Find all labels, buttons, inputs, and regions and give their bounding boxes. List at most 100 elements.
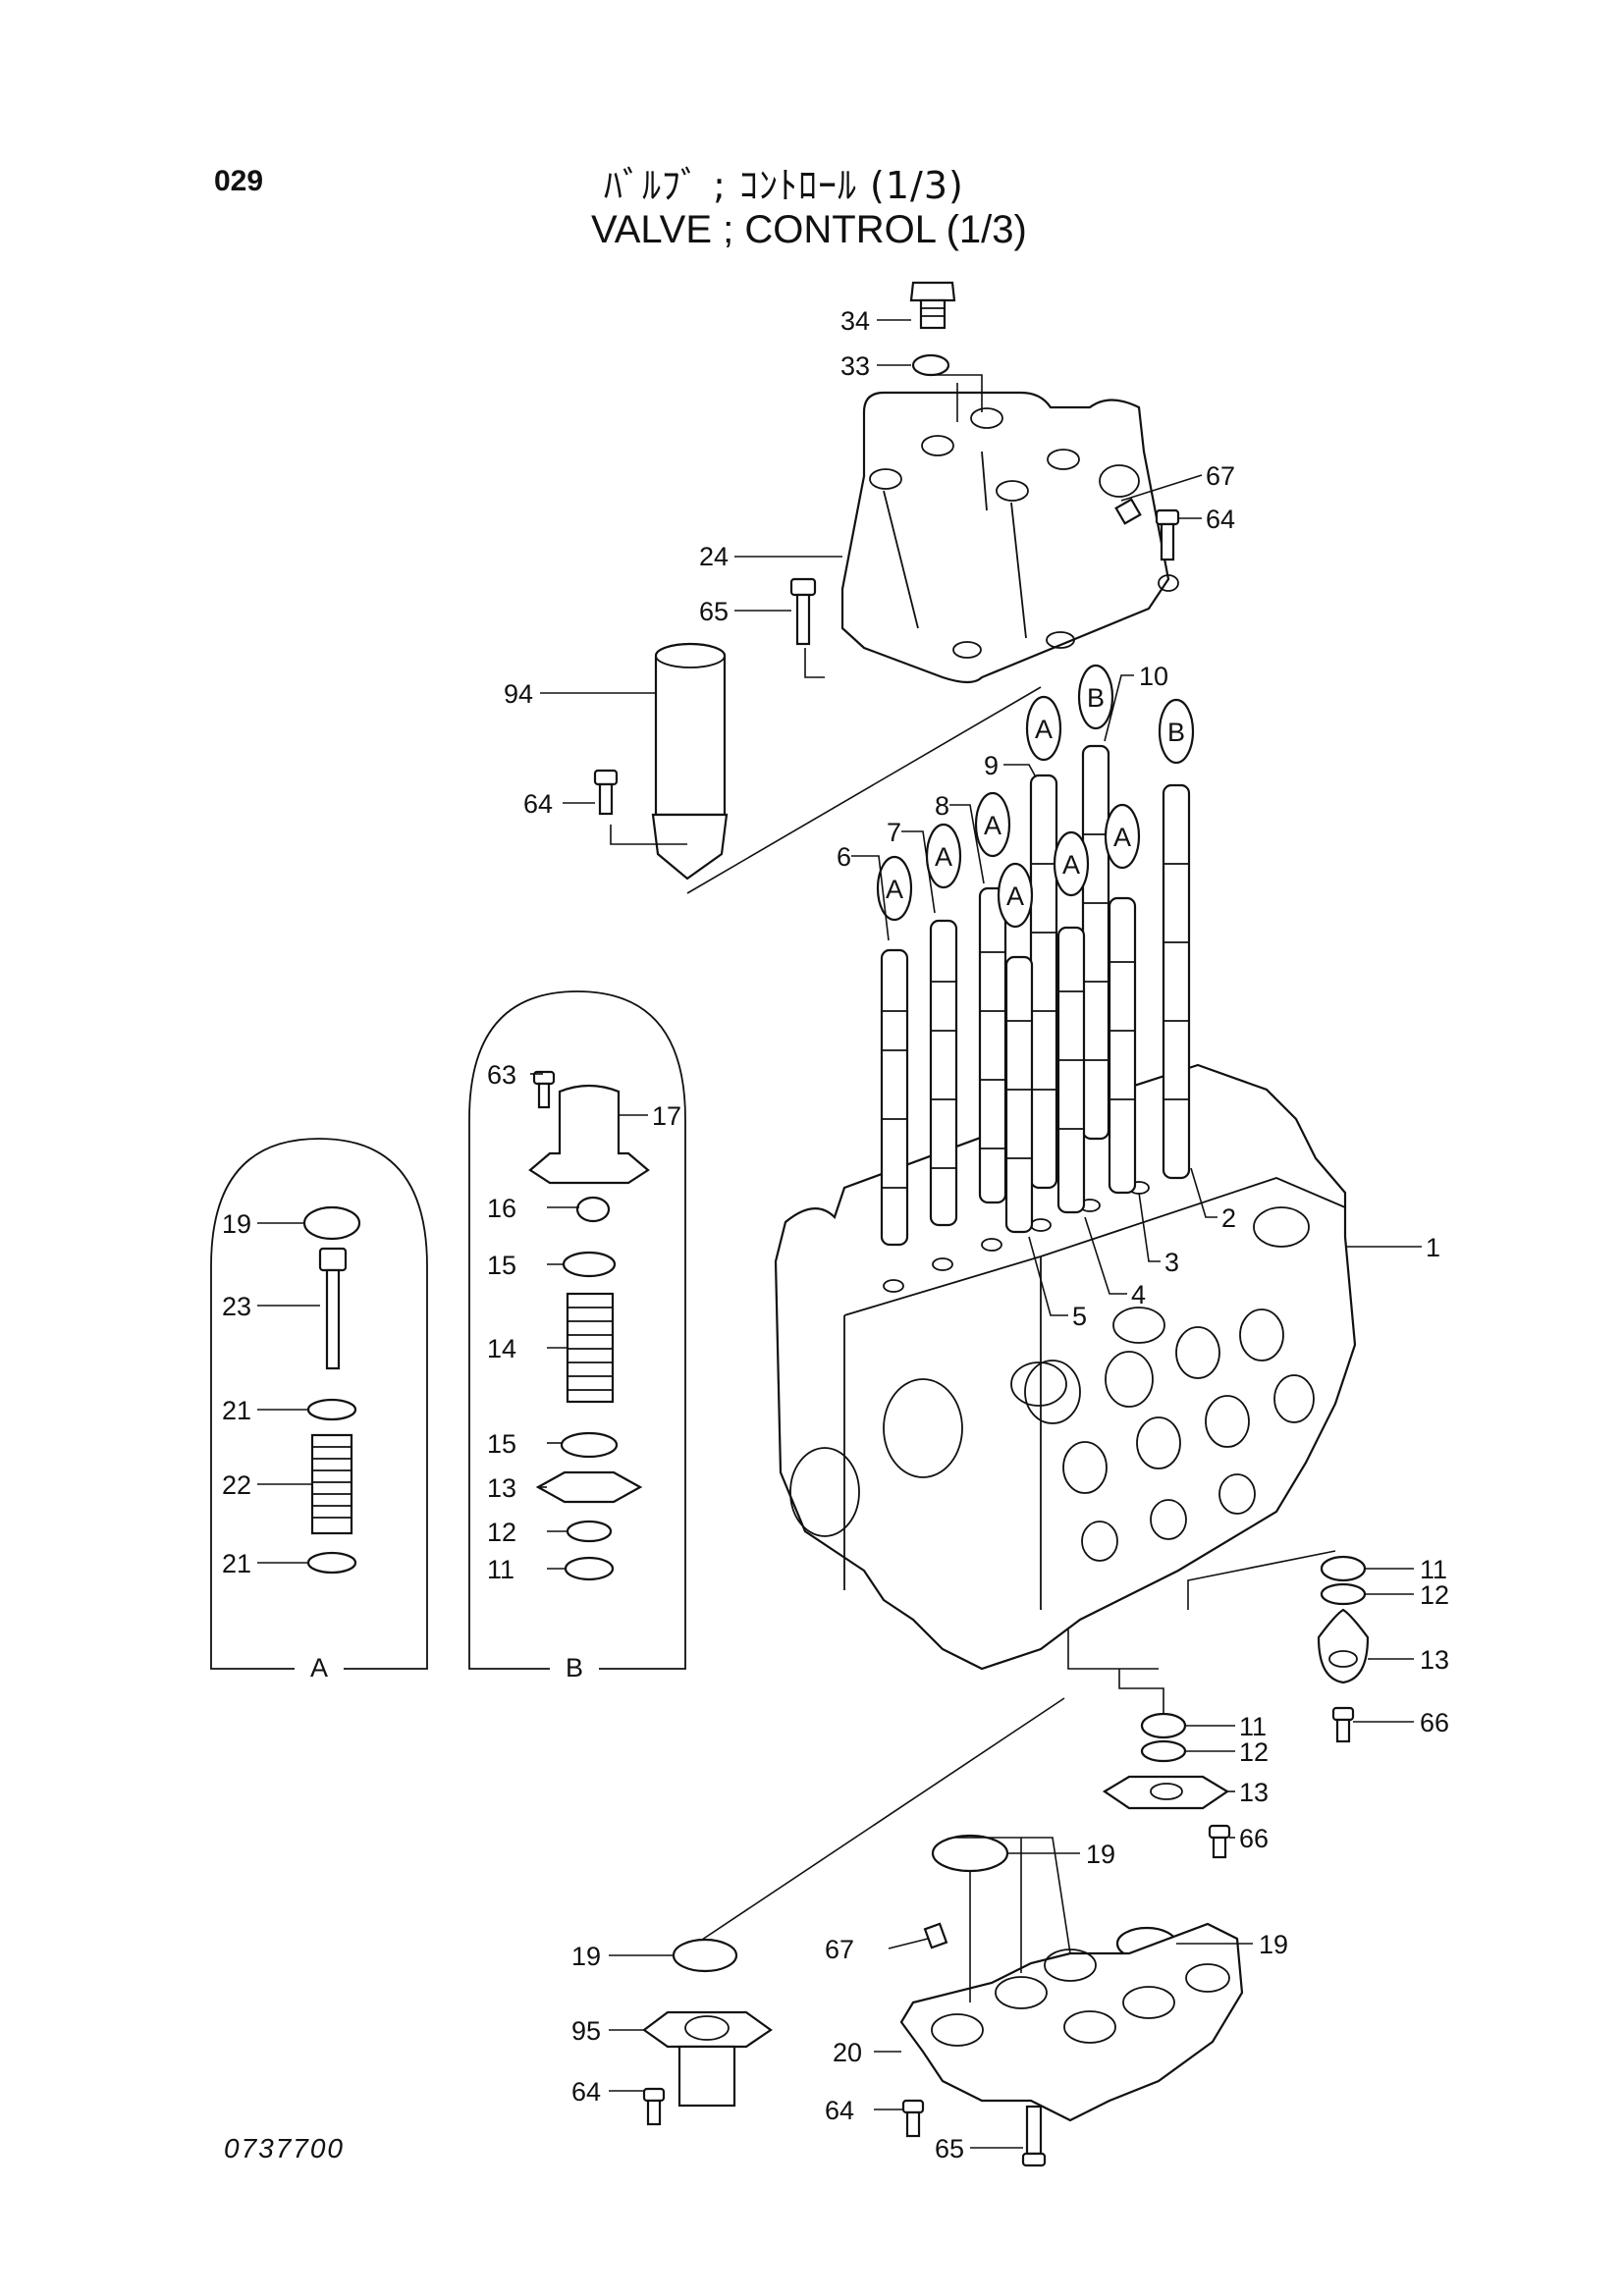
flange-95[interactable]: [642, 2010, 773, 2108]
seal-11-detail-b: [564, 1556, 615, 1581]
ring-12b[interactable]: [1140, 1739, 1187, 1763]
callout-11a: 11: [1420, 1555, 1447, 1584]
callout-20: 20: [833, 2038, 862, 2067]
bolt-64b[interactable]: [593, 769, 619, 816]
callout-11-detail-b: 11: [487, 1555, 514, 1584]
plug-67b[interactable]: [923, 1922, 948, 1949]
callout-34: 34: [840, 306, 870, 336]
flange-13b[interactable]: [1102, 1775, 1230, 1810]
spool-9[interactable]: [1029, 774, 1058, 1190]
o-ring-19b[interactable]: [931, 1834, 1009, 1873]
callout-22: 22: [222, 1470, 251, 1500]
callout-13b: 13: [1239, 1778, 1269, 1807]
callout-67a: 67: [1206, 461, 1235, 491]
callout-2: 2: [1221, 1203, 1236, 1233]
callout-12a: 12: [1420, 1580, 1449, 1610]
cap-17: [528, 1084, 650, 1185]
bolt-66a[interactable]: [1331, 1706, 1355, 1743]
spool-3[interactable]: [1108, 896, 1137, 1195]
detail-a-label: A: [310, 1653, 328, 1682]
callout-63: 63: [487, 1060, 516, 1090]
o-ring-19a[interactable]: [672, 1938, 738, 1973]
bolt-64c[interactable]: [901, 2099, 925, 2138]
callout-16: 16: [487, 1194, 516, 1223]
spool-4[interactable]: [1056, 926, 1086, 1214]
callout-65b: 65: [935, 2134, 964, 2163]
plug-67a[interactable]: [1114, 498, 1142, 525]
callout-66a: 66: [1420, 1708, 1449, 1737]
callout-65a: 65: [699, 597, 729, 626]
spool-bubble-8: A: [974, 791, 1011, 858]
bolt-66b[interactable]: [1208, 1824, 1231, 1859]
spool-bubble-7: A: [925, 823, 962, 889]
svg-text:A: A: [935, 842, 952, 872]
seal-11a[interactable]: [1320, 1555, 1367, 1582]
spool-bubble-3: A: [1104, 803, 1141, 870]
ring-12a[interactable]: [1320, 1582, 1367, 1606]
svg-text:B: B: [1087, 683, 1105, 713]
bolt-64a[interactable]: [1155, 508, 1180, 561]
callout-64b: 64: [523, 789, 553, 819]
callout-21a: 21: [222, 1396, 251, 1425]
retainer-21-top: [306, 1398, 357, 1421]
leader-lines: [257, 319, 1422, 2149]
detail-b-label: B: [566, 1653, 583, 1682]
ring-12-detail-b: [566, 1520, 613, 1543]
spool-7[interactable]: [929, 919, 958, 1227]
callout-6: 6: [837, 842, 851, 872]
drawing-number: 0737700: [224, 2133, 346, 2163]
callout-23: 23: [222, 1292, 251, 1321]
callout-64c: 64: [825, 2096, 854, 2125]
callout-9: 9: [984, 751, 999, 780]
svg-text:B: B: [1167, 718, 1185, 747]
svg-text:A: A: [984, 811, 1001, 840]
callout-14: 14: [487, 1334, 516, 1363]
spool-2[interactable]: [1162, 783, 1191, 1180]
bolt-65a[interactable]: [789, 577, 817, 646]
svg-text:A: A: [1006, 881, 1024, 911]
seal-11b[interactable]: [1140, 1712, 1187, 1739]
spool-5[interactable]: [1004, 955, 1034, 1234]
callout-8: 8: [935, 791, 949, 821]
callout-66b: 66: [1239, 1824, 1269, 1853]
o-ring-33[interactable]: [911, 353, 950, 377]
spool-8[interactable]: [978, 886, 1007, 1204]
sleeve-94[interactable]: [651, 642, 729, 881]
bolt-64d[interactable]: [642, 2087, 666, 2126]
title-english: VALVE ; CONTROL (1/3): [591, 208, 1027, 251]
page-number: 029: [214, 165, 264, 197]
callout-13a: 13: [1420, 1645, 1449, 1675]
spool-bubble-5: A: [997, 862, 1034, 929]
spool-bubble-10: B: [1077, 664, 1114, 730]
flange-13a[interactable]: [1317, 1608, 1370, 1684]
o-ring-19-detail-a: [302, 1205, 361, 1241]
callout-7: 7: [887, 818, 901, 847]
svg-text:A: A: [1113, 823, 1131, 852]
bolt-65b[interactable]: [1021, 2105, 1047, 2167]
callout-12b: 12: [1239, 1737, 1269, 1767]
spool-6[interactable]: [880, 948, 909, 1247]
title-japanese: ﾊﾞﾙﾌﾞ ; ｺﾝﾄﾛｰﾙ (1/3): [604, 164, 964, 207]
cover-20[interactable]: [899, 1922, 1244, 2122]
callout-12-detail-b: 12: [487, 1518, 516, 1547]
spool-10[interactable]: [1081, 744, 1110, 1141]
callout-1: 1: [1426, 1233, 1440, 1262]
callout-95: 95: [571, 2016, 601, 2046]
cover-24[interactable]: [840, 391, 1179, 684]
retainer-21-bottom: [306, 1551, 357, 1575]
callout-24: 24: [699, 542, 729, 571]
retainer-15-top: [562, 1251, 617, 1278]
callout-33: 33: [840, 351, 870, 381]
svg-text:A: A: [1062, 850, 1080, 880]
callout-10: 10: [1139, 662, 1168, 691]
bolt-63: [532, 1070, 556, 1109]
callout-94: 94: [504, 679, 533, 709]
callout-21b: 21: [222, 1549, 251, 1578]
callout-labels: 34 33 67 64 24 65 94 64 6 7 8 9 10 1 2 3…: [222, 306, 1449, 2163]
valve-body-1[interactable]: [774, 1063, 1357, 1671]
callout-15a: 15: [487, 1251, 516, 1280]
callout-5: 5: [1072, 1302, 1087, 1331]
cap-plug-34[interactable]: [909, 281, 956, 330]
callout-19c: 19: [1259, 1930, 1288, 1959]
